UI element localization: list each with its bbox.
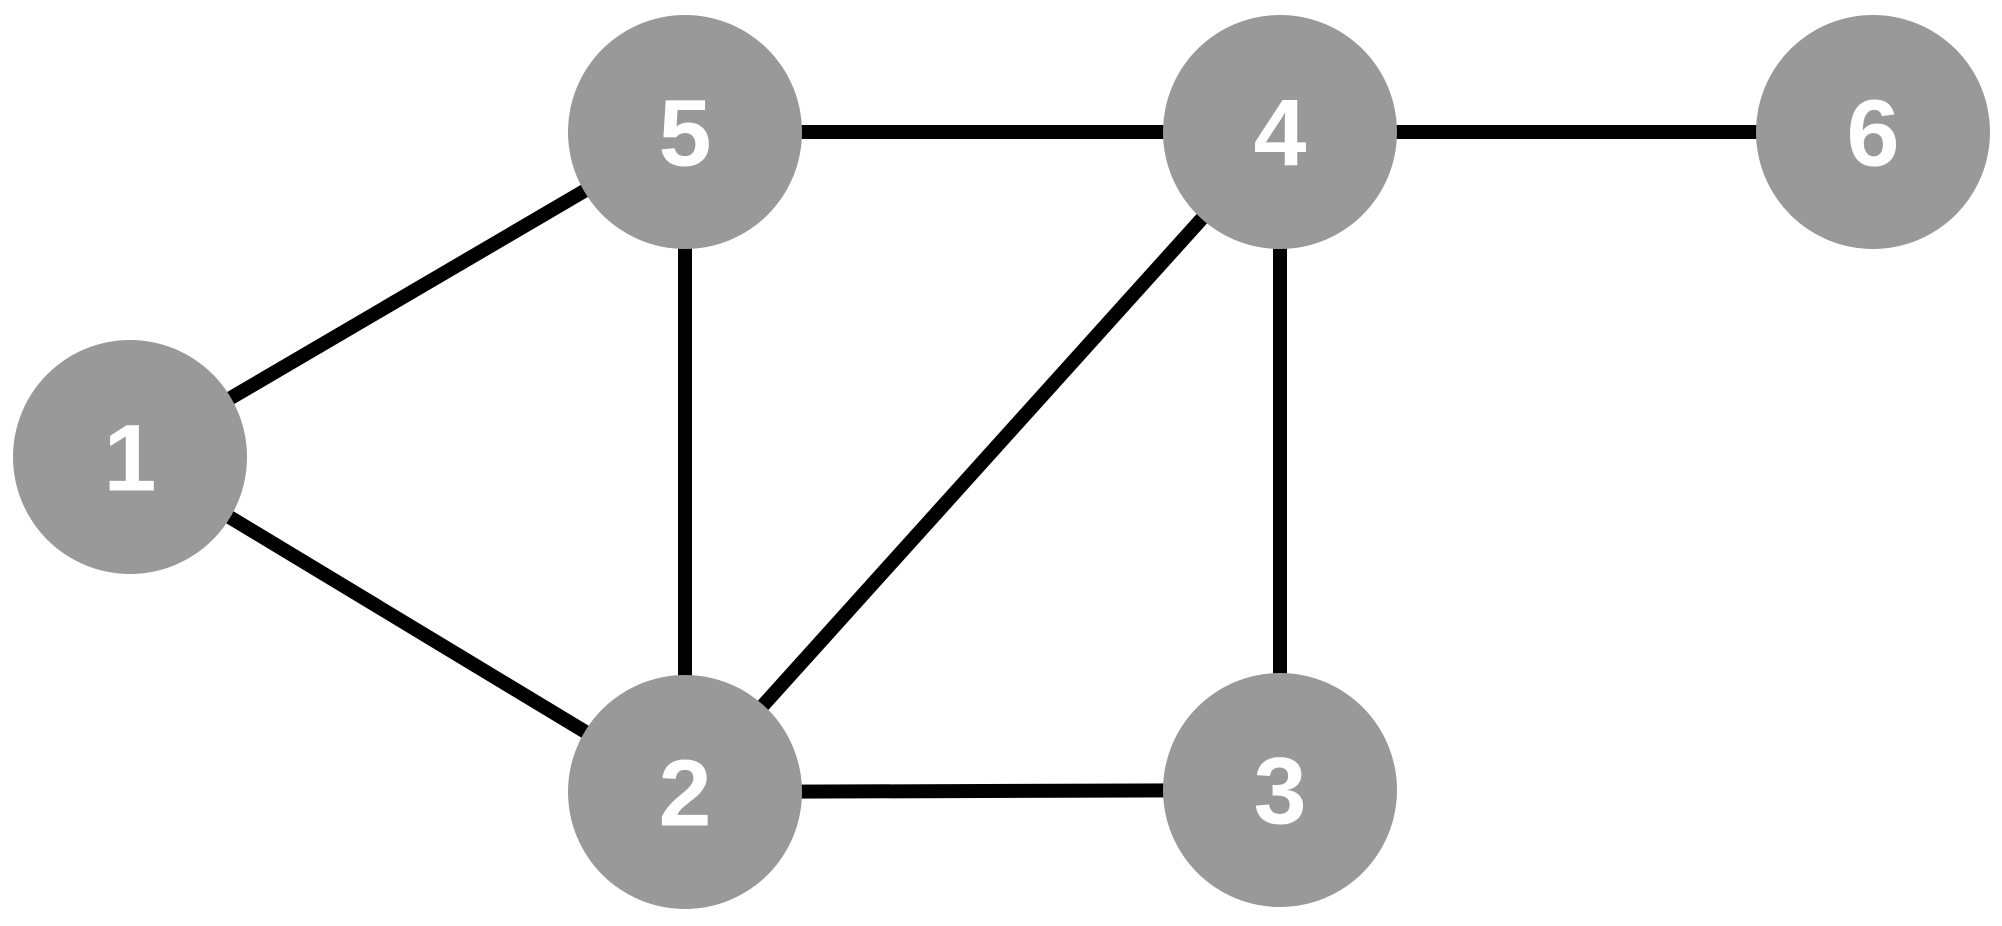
edges-layer — [126, 125, 1873, 799]
node-circle-5 — [568, 15, 802, 249]
graph-node-2: 2 — [568, 675, 802, 909]
node-circle-2 — [568, 675, 802, 909]
node-circle-1 — [13, 340, 247, 574]
graph-node-4: 4 — [1163, 15, 1397, 249]
graph-node-5: 5 — [568, 15, 802, 249]
node-circle-6 — [1756, 15, 1990, 249]
nodes-layer: 1 2 3 4 5 6 — [13, 15, 1990, 909]
node-circle-3 — [1163, 673, 1397, 907]
graph-node-1: 1 — [13, 340, 247, 574]
graph-node-6: 6 — [1756, 15, 1990, 249]
node-circle-4 — [1163, 15, 1397, 249]
graph-node-3: 3 — [1163, 673, 1397, 907]
edge-2-4 — [679, 127, 1286, 797]
